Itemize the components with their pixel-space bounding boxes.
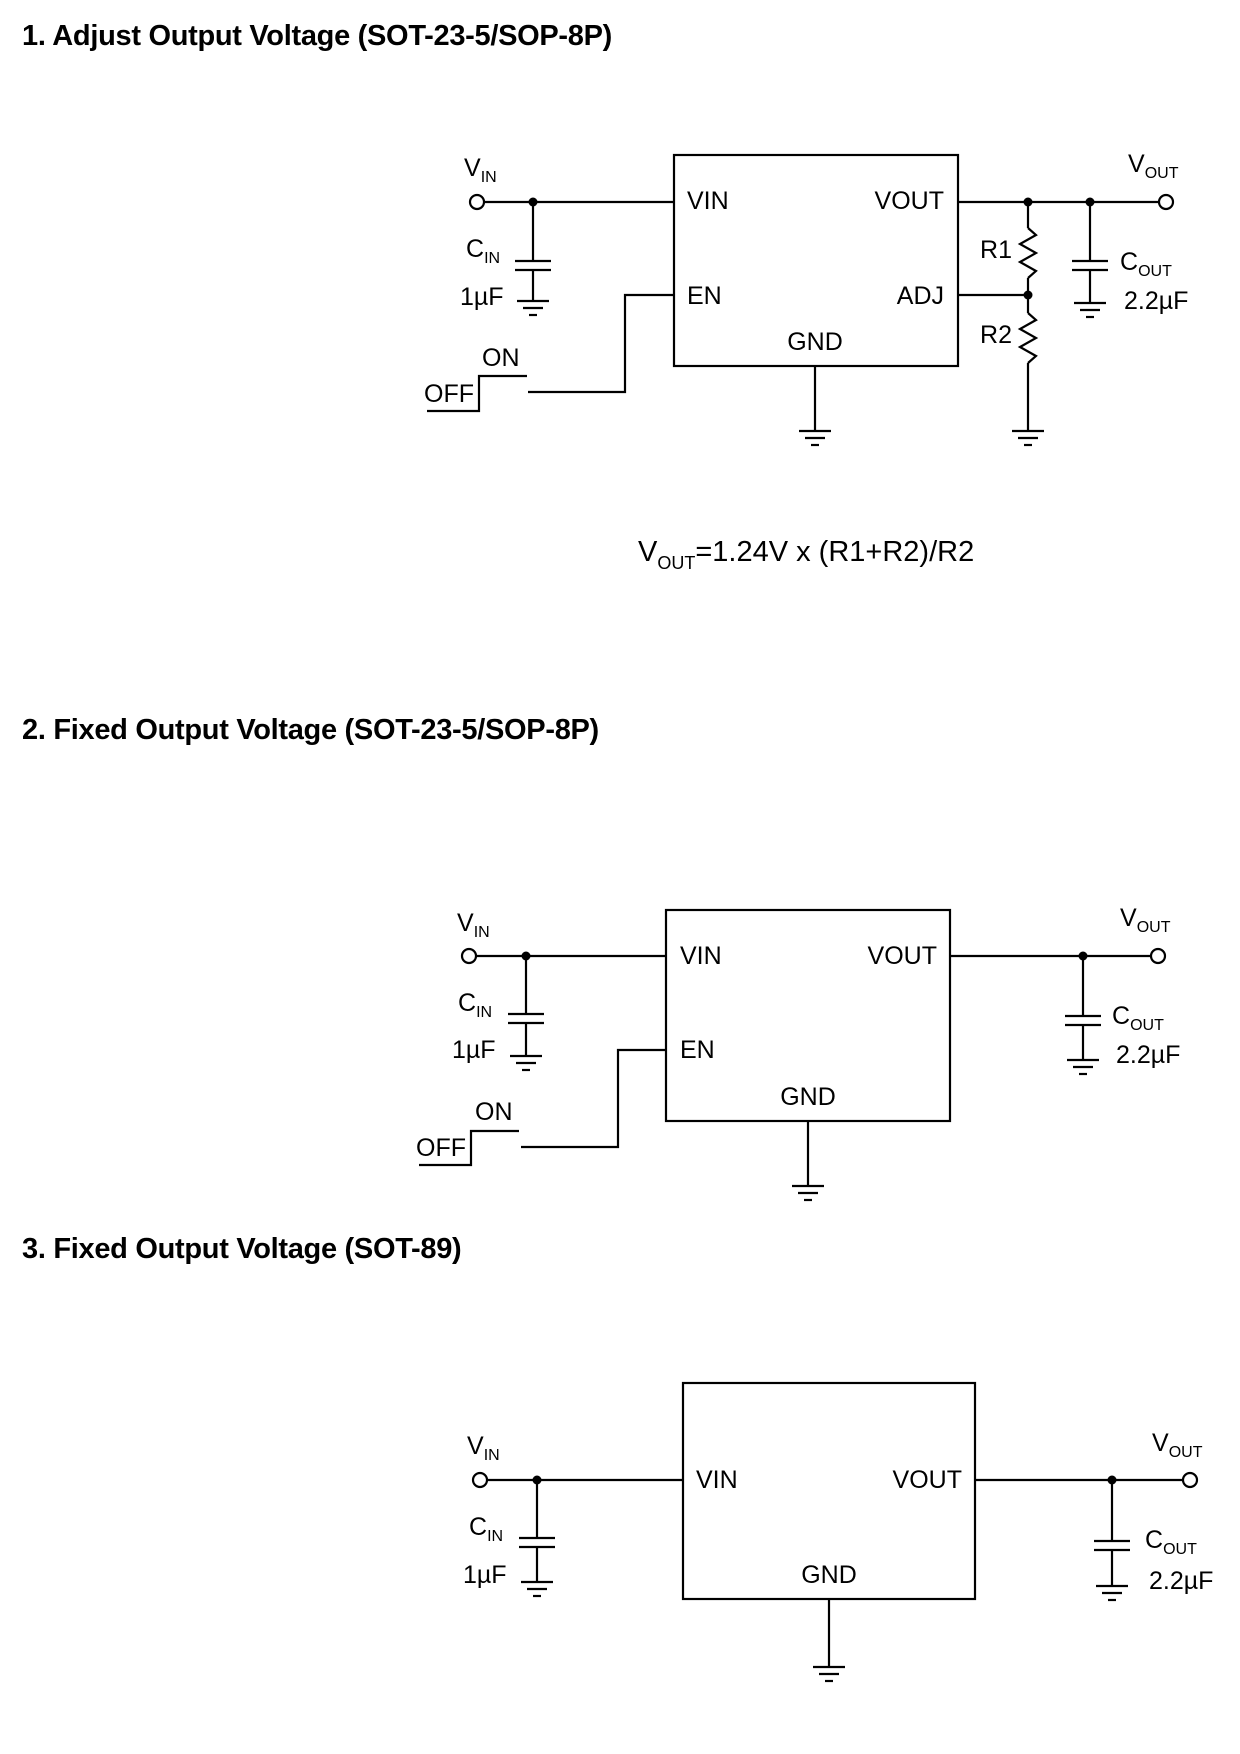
pin-gnd-label: GND [801, 1561, 857, 1589]
pin-vout-label: VOUT [893, 1466, 962, 1494]
circuit-fixed-output-sot23: VIN VOUT EN GND VIN CIN 1µF ON OFF [416, 904, 1180, 1202]
ic-ground [792, 1121, 824, 1202]
heading-fixed-output-sot89: 3. Fixed Output Voltage (SOT-89) [22, 1233, 462, 1265]
vin-terminal [460, 947, 478, 965]
cout-capacitor [1065, 956, 1101, 1076]
pin-en-label: EN [680, 1036, 715, 1064]
vout-label: VOUT [1128, 150, 1179, 182]
pin-adj-label: ADJ [897, 282, 944, 310]
pin-en-label: EN [687, 282, 722, 310]
vout-formula: VOUT=1.24V x (R1+R2)/R2 [638, 536, 974, 573]
r1-resistor [1017, 227, 1039, 279]
cout-value: 2.2µF [1116, 1041, 1180, 1069]
vout-label: VOUT [1120, 904, 1171, 936]
junction-dot [1023, 290, 1033, 300]
pin-gnd-label: GND [787, 328, 843, 356]
cout-value: 2.2µF [1149, 1567, 1213, 1595]
vout-label: VOUT [1152, 1429, 1203, 1461]
vin-terminal [468, 193, 486, 211]
switch-on-label: ON [482, 344, 520, 372]
pin-gnd-label: GND [780, 1083, 836, 1111]
ic-ground [813, 1599, 845, 1683]
cin-value: 1µF [463, 1561, 507, 1589]
cout-capacitor [1094, 1480, 1130, 1602]
cin-value: 1µF [460, 283, 504, 311]
switch-on-label: ON [475, 1098, 513, 1126]
en-wire [521, 1048, 666, 1149]
r1-label: R1 [980, 236, 1012, 264]
en-switch [419, 1129, 519, 1167]
en-switch [427, 374, 527, 413]
pin-vin-label: VIN [680, 942, 722, 970]
en-wire [528, 293, 674, 394]
r2-resistor [1017, 312, 1039, 364]
r2-ground [1012, 363, 1044, 447]
cin-capacitor [508, 956, 544, 1072]
cin-capacitor [515, 202, 551, 317]
circuit-fixed-output-sot89: VIN VOUT GND VIN CIN 1µF VOUT [463, 1381, 1213, 1683]
cin-label: CIN [466, 235, 500, 267]
vin-label: VIN [457, 909, 490, 941]
r2-label: R2 [980, 321, 1012, 349]
heading-adjust-output: 1. Adjust Output Voltage (SOT-23-5/SOP-8… [22, 20, 613, 52]
cout-capacitor [1072, 202, 1108, 319]
pin-vin-label: VIN [687, 187, 729, 215]
vin-label: VIN [464, 154, 497, 186]
switch-off-label: OFF [416, 1134, 466, 1162]
circuit-adjust-output: VIN VOUT EN ADJ GND VIN CIN 1µF ON OFF [424, 150, 1188, 573]
vout-terminal [1181, 1471, 1199, 1489]
pin-vin-label: VIN [696, 1466, 738, 1494]
pin-vout-label: VOUT [868, 942, 937, 970]
vout-terminal [1157, 193, 1175, 211]
vin-label: VIN [467, 1432, 500, 1464]
cin-value: 1µF [452, 1036, 496, 1064]
vout-terminal [1149, 947, 1167, 965]
pin-vout-label: VOUT [875, 187, 944, 215]
ic-ground [799, 366, 831, 447]
cin-capacitor [519, 1480, 555, 1598]
vin-terminal [471, 1471, 489, 1489]
cin-label: CIN [458, 989, 492, 1021]
cout-label: COUT [1120, 248, 1172, 280]
heading-fixed-output-sot23: 2. Fixed Output Voltage (SOT-23-5/SOP-8P… [22, 714, 599, 746]
cin-label: CIN [469, 1513, 503, 1545]
cout-label: COUT [1145, 1526, 1197, 1558]
cout-label: COUT [1112, 1002, 1164, 1034]
cout-value: 2.2µF [1124, 287, 1188, 315]
switch-off-label: OFF [424, 380, 474, 408]
